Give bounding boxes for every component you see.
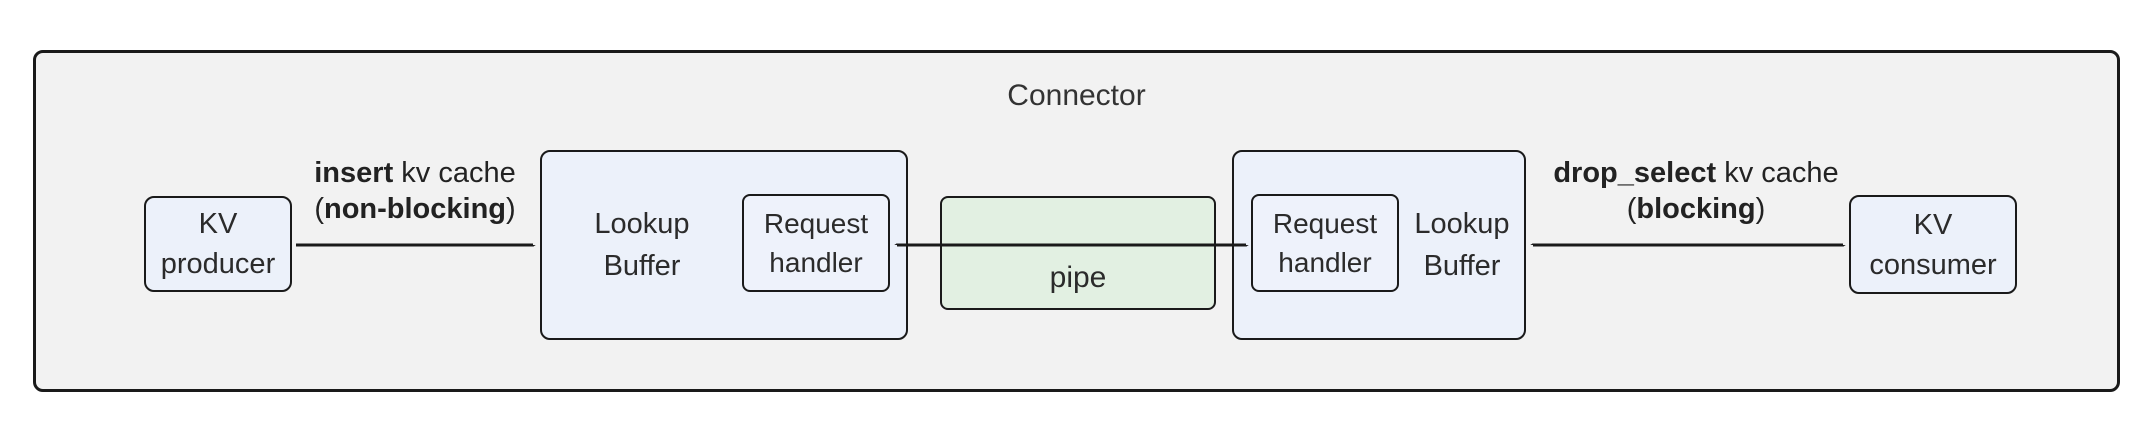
request-handler-left-node: Request handler: [742, 194, 890, 292]
insert-rest-text: kv cache: [393, 157, 516, 189]
lookup-buffer-left-node: Lookup Buffer Request handler: [540, 150, 908, 340]
drop-select-edge-label-line2: (blocking): [1516, 191, 1876, 227]
lookup-buffer-right-line2: Buffer: [1423, 250, 1501, 282]
kv-consumer-label-line1: KV: [1913, 208, 1953, 241]
lookup-buffer-right-label: Lookup Buffer: [1399, 152, 1525, 338]
connector-title: Connector: [1007, 79, 1146, 112]
paren-open: (: [314, 193, 324, 225]
request-handler-left-line1: Request: [763, 208, 869, 239]
kv-consumer-node: KV consumer: [1849, 195, 2017, 294]
lookup-buffer-right-line1: Lookup: [1414, 208, 1510, 240]
request-handler-left-line2: handler: [769, 247, 863, 278]
pipe-node: pipe: [940, 196, 1216, 310]
request-handler-right-line1: Request: [1272, 208, 1378, 239]
blocking-text: blocking: [1636, 193, 1756, 225]
lookup-buffer-left-line1: Lookup: [594, 208, 690, 240]
lookup-buffer-left-label: Lookup Buffer: [542, 152, 742, 338]
insert-edge-label-line1: insert kv cache: [250, 155, 580, 191]
pipe-label: pipe: [1049, 261, 1107, 294]
paren-close: ): [506, 193, 516, 225]
drop-select-rest-text: kv cache: [1716, 157, 1839, 189]
kv-consumer-label-line2: consumer: [1869, 248, 1997, 281]
non-blocking-text: non-blocking: [323, 193, 507, 225]
drop-select-op-text: drop_select: [1553, 157, 1717, 189]
drop-select-edge-label: drop_select kv cache (blocking): [1516, 155, 1876, 227]
lookup-buffer-right-node: Request handler Lookup Buffer: [1232, 150, 1526, 340]
insert-op-text: insert: [314, 157, 394, 189]
drop-select-edge-label-line1: drop_select kv cache: [1516, 155, 1876, 191]
paren-close: ): [1755, 193, 1766, 225]
request-handler-right-node: Request handler: [1251, 194, 1399, 292]
insert-edge-label-line2: (non-blocking): [250, 191, 580, 227]
paren-open: (: [1626, 193, 1637, 225]
lookup-buffer-left-line2: Buffer: [603, 250, 681, 282]
request-handler-right-line2: handler: [1278, 247, 1372, 278]
kv-producer-label-line2: producer: [160, 248, 276, 280]
insert-edge-label: insert kv cache (non-blocking): [250, 155, 580, 227]
kv-producer-node: KV producer: [144, 196, 292, 292]
kv-producer-label-line1: KV: [198, 208, 238, 240]
